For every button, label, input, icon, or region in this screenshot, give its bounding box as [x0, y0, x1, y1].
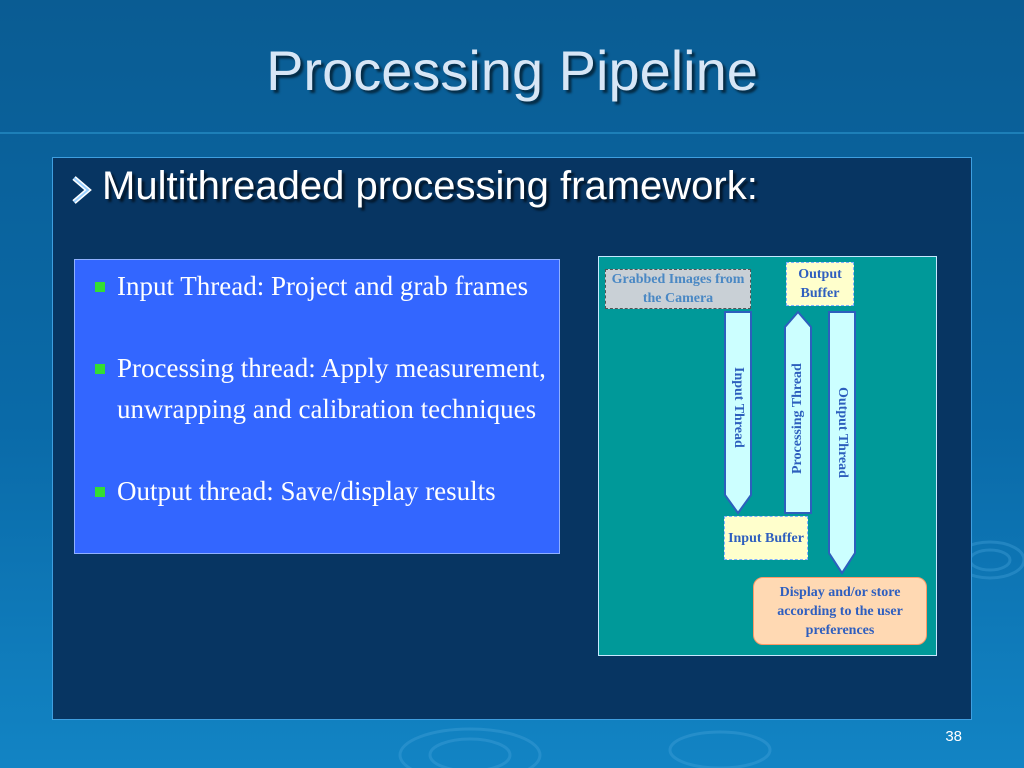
sub-bullet-input-thread: Input Thread: Project and grab frames	[95, 266, 547, 307]
main-bullet-text: Multithreaded processing framework:	[102, 164, 758, 208]
output-thread-label: Output Thread	[835, 386, 850, 478]
sub-bullet-output-thread: Output thread: Save/display results	[95, 471, 547, 512]
input-thread-label: Input Thread	[731, 366, 746, 448]
pipeline-diagram: Grabbed Images from the Camera Output Bu…	[598, 256, 937, 656]
square-bullet-icon	[95, 282, 105, 292]
thread-arrows	[724, 310, 856, 575]
grabbed-images-box: Grabbed Images from the Camera	[605, 269, 751, 309]
processing-thread-arrow	[784, 310, 812, 514]
sub-bullet-processing-thread: Processing thread: Apply measurement, un…	[95, 348, 547, 430]
page-number: 38	[945, 728, 962, 745]
sub-bullet-text: Processing thread: Apply measurement, un…	[117, 353, 546, 424]
output-buffer-box: Output Buffer	[786, 262, 854, 306]
sub-bullet-text: Input Thread: Project and grab frames	[117, 271, 529, 301]
arrow-bullet-icon	[72, 176, 92, 204]
slide-title: Processing Pipeline	[266, 39, 758, 102]
square-bullet-icon	[95, 364, 105, 374]
input-thread-arrow	[724, 311, 752, 515]
title-divider	[0, 132, 1024, 134]
output-thread-arrow	[828, 311, 856, 575]
processing-thread-label: Processing Thread	[790, 363, 805, 475]
square-bullet-icon	[95, 487, 105, 497]
sub-bullet-text: Output thread: Save/display results	[117, 476, 496, 506]
display-store-box: Display and/or store according to the us…	[753, 577, 927, 645]
input-buffer-box: Input Buffer	[724, 516, 808, 560]
sub-bullets-box: Input Thread: Project and grab frames Pr…	[74, 259, 560, 554]
